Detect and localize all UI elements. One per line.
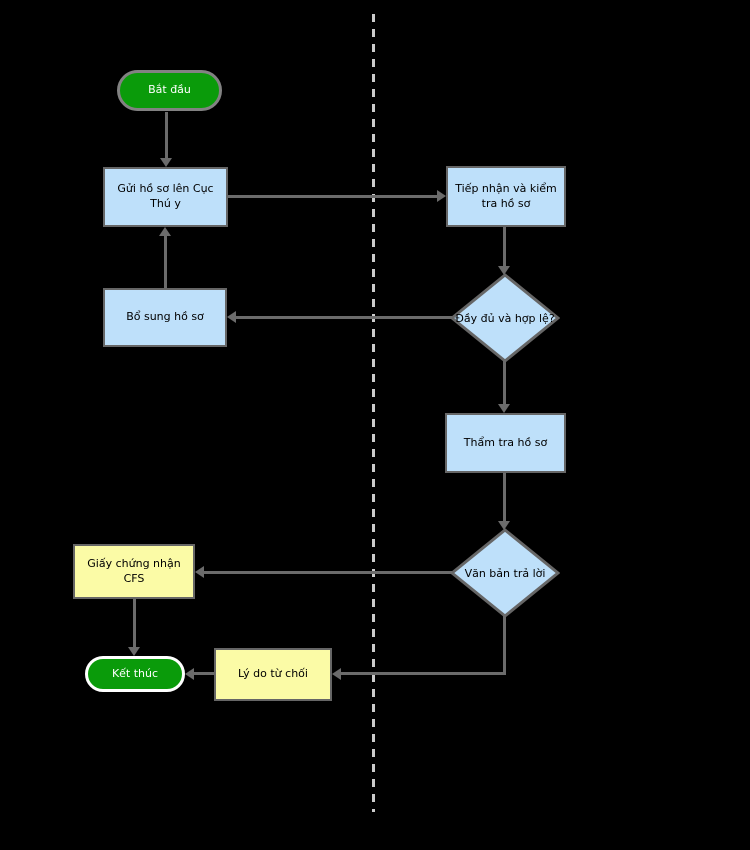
node-receive-check-label: Tiếp nhận và kiểm tra hồ sơ xyxy=(455,181,557,210)
node-submit-dossier-label: Gửi hồ sơ lên Cục Thú y xyxy=(117,182,214,210)
arrowhead-submit-receive xyxy=(437,190,446,202)
arrowhead-reply-rejection xyxy=(332,667,341,680)
arrowhead-supplement-submit xyxy=(159,227,171,236)
node-decision-valid: Đầy đủ và hợp lệ? xyxy=(450,273,560,363)
node-rejection-reason: Lý do từ chối xyxy=(214,648,332,701)
node-end-label: Kết thúc xyxy=(111,666,159,680)
arrowhead-rejection-end xyxy=(185,667,194,680)
node-start: Bắt đầu xyxy=(117,70,222,111)
node-certificate-cfs: Giấy chứng nhận CFS xyxy=(73,544,195,599)
node-review-dossier: Thẩm tra hồ sơ xyxy=(445,413,566,473)
edge-reply-rejection-vertical xyxy=(502,614,506,675)
node-decision-valid-label: Đầy đủ và hợp lệ? xyxy=(455,311,555,325)
arrowhead-validcheck-review xyxy=(498,404,510,413)
arrowhead-certificate-end xyxy=(128,647,140,656)
node-decision-reply: Văn bản trả lời xyxy=(450,528,560,618)
edge-rejection-end xyxy=(194,672,214,675)
edge-validcheck-review xyxy=(502,360,506,404)
edge-submit-receive xyxy=(228,194,437,198)
arrowhead-reply-certificate xyxy=(195,566,204,578)
node-rejection-reason-label: Lý do từ chối xyxy=(238,667,308,681)
edge-review-reply xyxy=(502,473,506,521)
edge-receive-validcheck xyxy=(502,227,506,266)
node-certificate-cfs-label: Giấy chứng nhận CFS xyxy=(87,556,181,585)
node-end: Kết thúc xyxy=(85,656,185,692)
arrowhead-review-reply xyxy=(498,521,510,530)
edge-reply-rejection-horizontal xyxy=(341,672,506,675)
edge-validcheck-supplement xyxy=(236,315,452,319)
arrowhead-receive-validcheck xyxy=(498,266,510,275)
node-receive-check: Tiếp nhận và kiểm tra hồ sơ xyxy=(446,166,566,227)
arrowhead-start-submit xyxy=(160,158,172,167)
arrowhead-validcheck-supplement xyxy=(227,311,236,323)
node-review-dossier-label: Thẩm tra hồ sơ xyxy=(463,435,548,449)
node-supplement-dossier: Bổ sung hồ sơ xyxy=(103,288,227,347)
edge-certificate-end xyxy=(132,599,136,647)
node-submit-dossier: Gửi hồ sơ lên Cục Thú y xyxy=(103,167,228,227)
edge-start-submit xyxy=(164,112,168,158)
edge-reply-certificate xyxy=(204,570,452,574)
edge-supplement-submit xyxy=(163,236,167,288)
node-decision-reply-label: Văn bản trả lời xyxy=(464,566,546,580)
swimlane-divider xyxy=(371,14,375,812)
node-supplement-dossier-label: Bổ sung hồ sơ xyxy=(126,310,204,324)
node-start-label: Bắt đầu xyxy=(148,83,191,97)
